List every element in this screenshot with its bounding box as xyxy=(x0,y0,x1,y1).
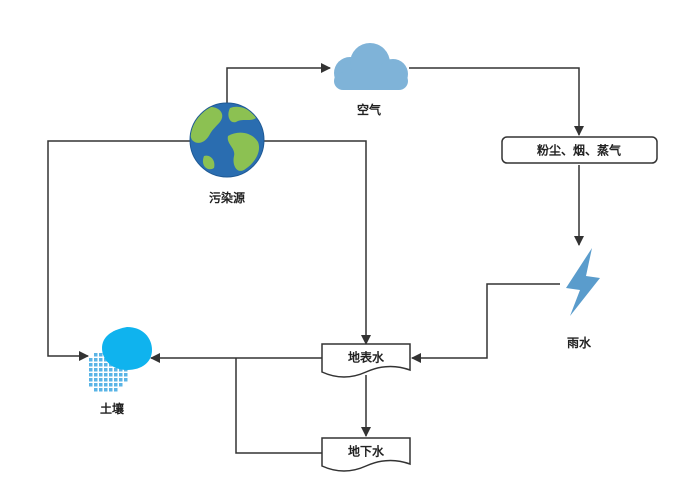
arrow-source-to-surface-water xyxy=(262,140,371,345)
soil-icon xyxy=(89,327,152,392)
rain-label: 雨水 xyxy=(566,336,592,350)
arrow-source-to-soil xyxy=(47,140,192,361)
earth-icon xyxy=(189,102,265,178)
line-groundwater-to-soil xyxy=(235,358,322,454)
arrow-rain-to-surface-water xyxy=(411,283,560,363)
arrow-source-to-air xyxy=(226,63,331,104)
cloud-icon xyxy=(334,43,408,90)
lightning-icon xyxy=(566,248,600,316)
arrow-air-to-dust xyxy=(409,67,584,136)
dust-label: 粉尘、烟、蒸气 xyxy=(536,143,622,158)
groundwater-label: 地下水 xyxy=(347,444,385,459)
groundwater-box xyxy=(321,437,411,472)
surface-water-box xyxy=(321,343,411,378)
surface-water-label: 地表水 xyxy=(347,350,385,365)
pollution-source-label: 污染源 xyxy=(208,191,246,205)
soil-label: 土壤 xyxy=(99,402,125,416)
dust-box xyxy=(501,136,658,164)
air-label: 空气 xyxy=(356,103,382,117)
